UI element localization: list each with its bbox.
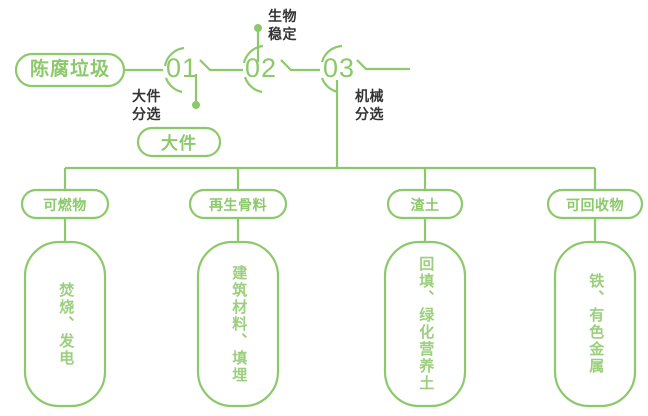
outcome-box-text-1: 焚烧、发电 bbox=[57, 281, 75, 367]
large-item-pill-outline bbox=[136, 126, 222, 158]
connector-03-tail bbox=[356, 59, 410, 71]
step-number-02: 02 bbox=[245, 53, 278, 83]
step-note-01: 大件 分选 bbox=[132, 88, 161, 122]
outcome-box-outline-2 bbox=[196, 240, 280, 408]
step-number-01: 01 bbox=[166, 53, 199, 83]
branch-pill-label-2: 再生骨料 bbox=[209, 197, 267, 213]
step-01-arc-lower bbox=[164, 77, 183, 94]
connector-dot-bio-stable bbox=[254, 24, 262, 32]
outcome-box-outline-3 bbox=[383, 240, 467, 408]
start-pill-label: 陈腐垃圾 bbox=[29, 59, 110, 80]
step-01-arc bbox=[163, 46, 185, 67]
large-item-pill-label: 大件 bbox=[161, 134, 197, 153]
outcome-box-outline-4 bbox=[553, 240, 637, 408]
connector-01-to-02 bbox=[199, 59, 243, 72]
branch-pill-label-1: 可燃物 bbox=[43, 197, 87, 213]
outcome-box-text-2: 建筑材料、填埋 bbox=[230, 264, 248, 384]
outcome-box-text-3: 回填、绿化营养土 bbox=[417, 256, 435, 392]
step-02-arc bbox=[242, 44, 264, 64]
connector-dot-large-item bbox=[192, 101, 200, 109]
connector-02-to-03 bbox=[280, 59, 320, 72]
step-note-02: 生物 稳定 bbox=[268, 8, 297, 42]
branch-pill-label-3: 渣土 bbox=[410, 197, 440, 213]
branch-pill-label-4: 可回收物 bbox=[566, 197, 624, 213]
outcome-box-text-4: 铁、有色金属 bbox=[587, 273, 605, 375]
step-number-03: 03 bbox=[323, 53, 356, 83]
step-note-03: 机械 分选 bbox=[355, 88, 384, 122]
step-02-arc-lower bbox=[243, 76, 263, 94]
outcome-box-outline-1 bbox=[23, 240, 107, 408]
step-03-arc bbox=[320, 44, 343, 63]
